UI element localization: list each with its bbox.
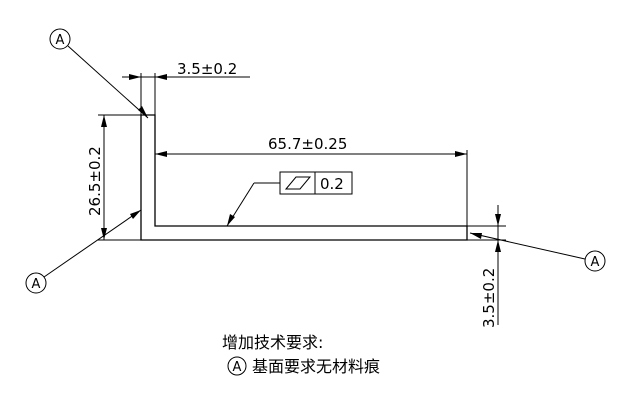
dimension-height: 26.5±0.2 [86,114,141,241]
base-thickness-label: 3.5±0.2 [480,268,498,328]
datum-callout-top-left: A [49,28,149,119]
flatness-feature-control-frame: 0.2 [226,171,353,227]
technical-notes: 增加技术要求: A 基面要求无材料痕 [222,333,380,376]
notes-item-1: 基面要求无材料痕 [252,357,380,376]
flatness-parallelogram-icon [284,176,312,190]
datum-circle-icon [584,250,606,272]
datum-circle-icon [227,356,247,376]
dimension-length: 65.7±0.25 [155,135,468,226]
flatness-tolerance: 0.2 [320,175,344,193]
datum-callout-bottom-left: A [25,209,142,294]
dimension-wall-thickness: 3.5±0.2 [122,60,250,115]
svg-text:A: A [233,360,242,375]
height-label: 26.5±0.2 [86,146,104,216]
svg-text:A: A [591,255,600,270]
datum-circle-icon [25,272,47,294]
svg-text:A: A [32,277,41,292]
svg-text:A: A [56,33,65,48]
dimension-base-thickness: 3.5±0.2 [467,205,506,328]
length-label: 65.7±0.25 [268,135,347,153]
datum-circle-icon [49,28,71,50]
notes-title: 增加技术要求: [222,333,323,352]
wall-thickness-label: 3.5±0.2 [177,60,237,78]
datum-callout-right: A [469,232,606,272]
